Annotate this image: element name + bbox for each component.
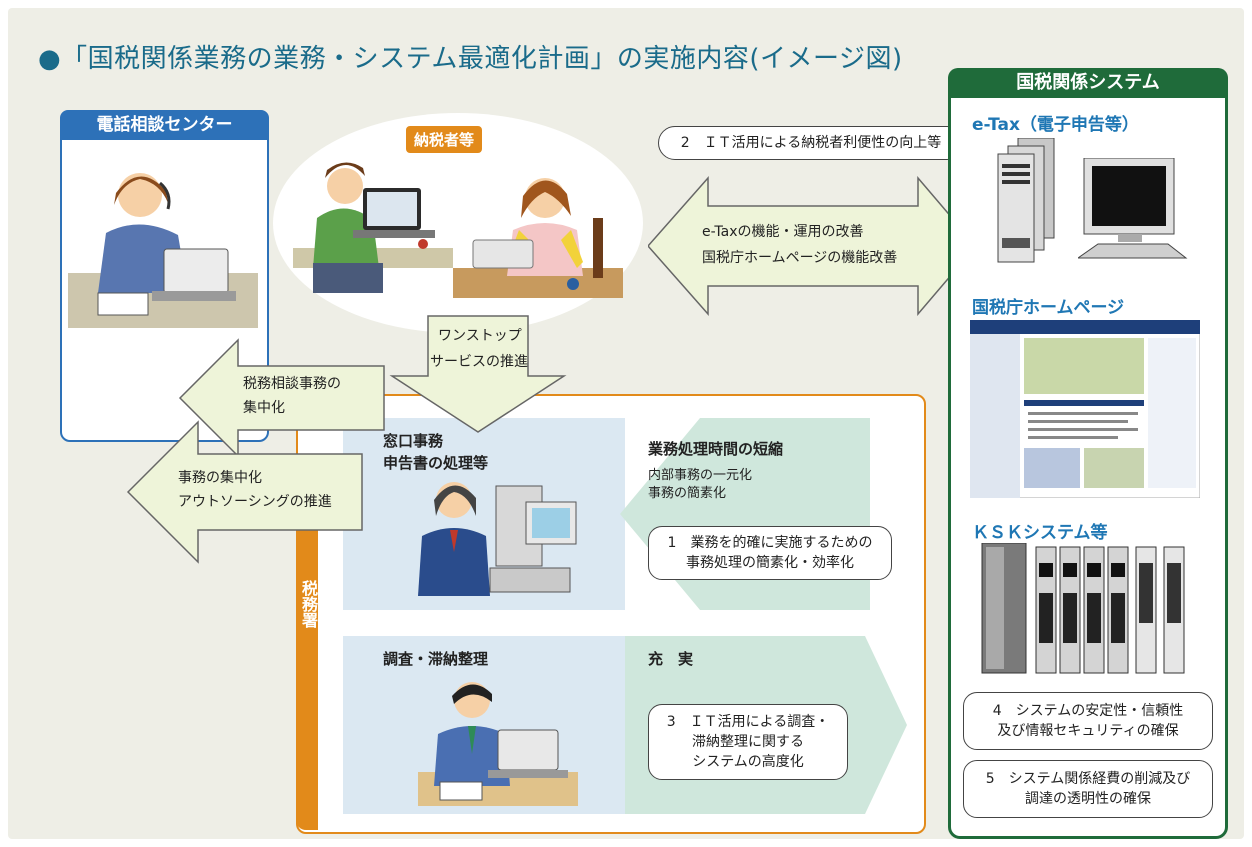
taxpayer-man-illustration: [293, 162, 453, 293]
measure-5-line1: 5 システム関係経費の削減及び: [985, 771, 1191, 787]
measure-4-line1: 4 システムの安定性・信頼性: [992, 703, 1184, 719]
call-center-header: 電話相談センター: [60, 110, 269, 140]
processing-sub2: 事務の簡素化: [648, 486, 727, 501]
measure-4-pill: 4 システムの安定性・信頼性 及び情報セキュリティの確保: [963, 692, 1213, 750]
clerk-illustration: [418, 482, 577, 596]
left-arrow-1-line1: 税務相談事務の: [243, 376, 341, 392]
investigation-heading: 調査・滞納整理: [383, 650, 489, 668]
left-arrow-1-line2: 集中化: [243, 400, 285, 416]
left-arrow-2-line2: アウトソーシングの推進: [178, 494, 332, 510]
measure-2-pill: 2 ＩＴ活用による納税者利便性の向上等: [658, 126, 964, 160]
measure-1-line2: 事務処理の簡素化・効率化: [686, 555, 854, 571]
counter-line1: 窓口事務: [383, 432, 444, 450]
page-title: ●「国税関係業務の業務・システム最適化計画」の実施内容(イメージ図): [38, 44, 903, 74]
tax-office-label: 税務署: [299, 580, 318, 628]
measure-1-line1: 1 業務を的確に実施するための: [667, 535, 873, 551]
server-tower-icon: [997, 138, 1055, 263]
down-arrow-line1: ワンストップ: [438, 328, 522, 344]
homepage-label: 国税庁ホームページ: [972, 298, 1125, 318]
measure-4-line2: 及び情報セキュリティの確保: [997, 723, 1179, 739]
etax-label: e-Tax（電子申告等）: [972, 115, 1139, 135]
measure-3-line3: システムの高度化: [692, 754, 804, 770]
measure-1-pill: 1 業務を的確に実施するための 事務処理の簡素化・効率化: [648, 526, 892, 580]
ksk-label: ＫＳＫシステム等: [972, 523, 1108, 543]
left-arrow-2-line1: 事務の集中化: [178, 470, 262, 486]
one-stop-down-arrow: [389, 315, 567, 433]
monitor-icon: [1078, 158, 1188, 259]
processing-heading: 業務処理時間の短縮: [648, 440, 784, 458]
double-arrow-line2: 国税庁ホームページの機能改善: [702, 250, 898, 266]
outsourcing-arrow: [126, 420, 363, 564]
telephone-operator-illustration: [68, 173, 258, 328]
down-arrow-line2: サービスの推進: [430, 354, 528, 370]
measure-5-pill: 5 システム関係経費の削減及び 調達の透明性の確保: [963, 760, 1213, 818]
tax-office-side-bar: [296, 508, 318, 830]
measure-3-pill: 3 ＩＴ活用による調査・ 滞納整理に関する システムの高度化: [648, 704, 848, 780]
taxpayer-woman-illustration: [453, 178, 623, 298]
double-arrow-line1: e-Taxの機能・運用の改善: [702, 224, 864, 240]
systems-header: 国税関係システム: [948, 68, 1228, 98]
measure-3-line1: 3 ＩＴ活用による調査・: [666, 714, 830, 730]
measure-5-line2: 調達の透明性の確保: [1025, 791, 1151, 807]
consult-centralize-arrow: [178, 338, 385, 458]
taxpayers-tag: 納税者等: [406, 126, 483, 153]
diagram-canvas: ●「国税関係業務の業務・システム最適化計画」の実施内容(イメージ図) 納税者等 …: [8, 8, 1244, 839]
measure-3-line2: 滞納整理に関する: [692, 734, 804, 750]
server-rack-icon: [981, 543, 1185, 674]
etax-double-arrow: [648, 176, 977, 316]
investigator-illustration: [418, 682, 578, 806]
measure-2-text: 2 ＩＴ活用による納税者利便性の向上等: [680, 135, 942, 151]
counter-line2: 申告書の処理等: [383, 454, 489, 472]
webpage-screenshot: [970, 320, 1200, 498]
enrich-heading: 充 実: [648, 650, 694, 668]
processing-sub1: 内部事務の一元化: [648, 468, 753, 483]
